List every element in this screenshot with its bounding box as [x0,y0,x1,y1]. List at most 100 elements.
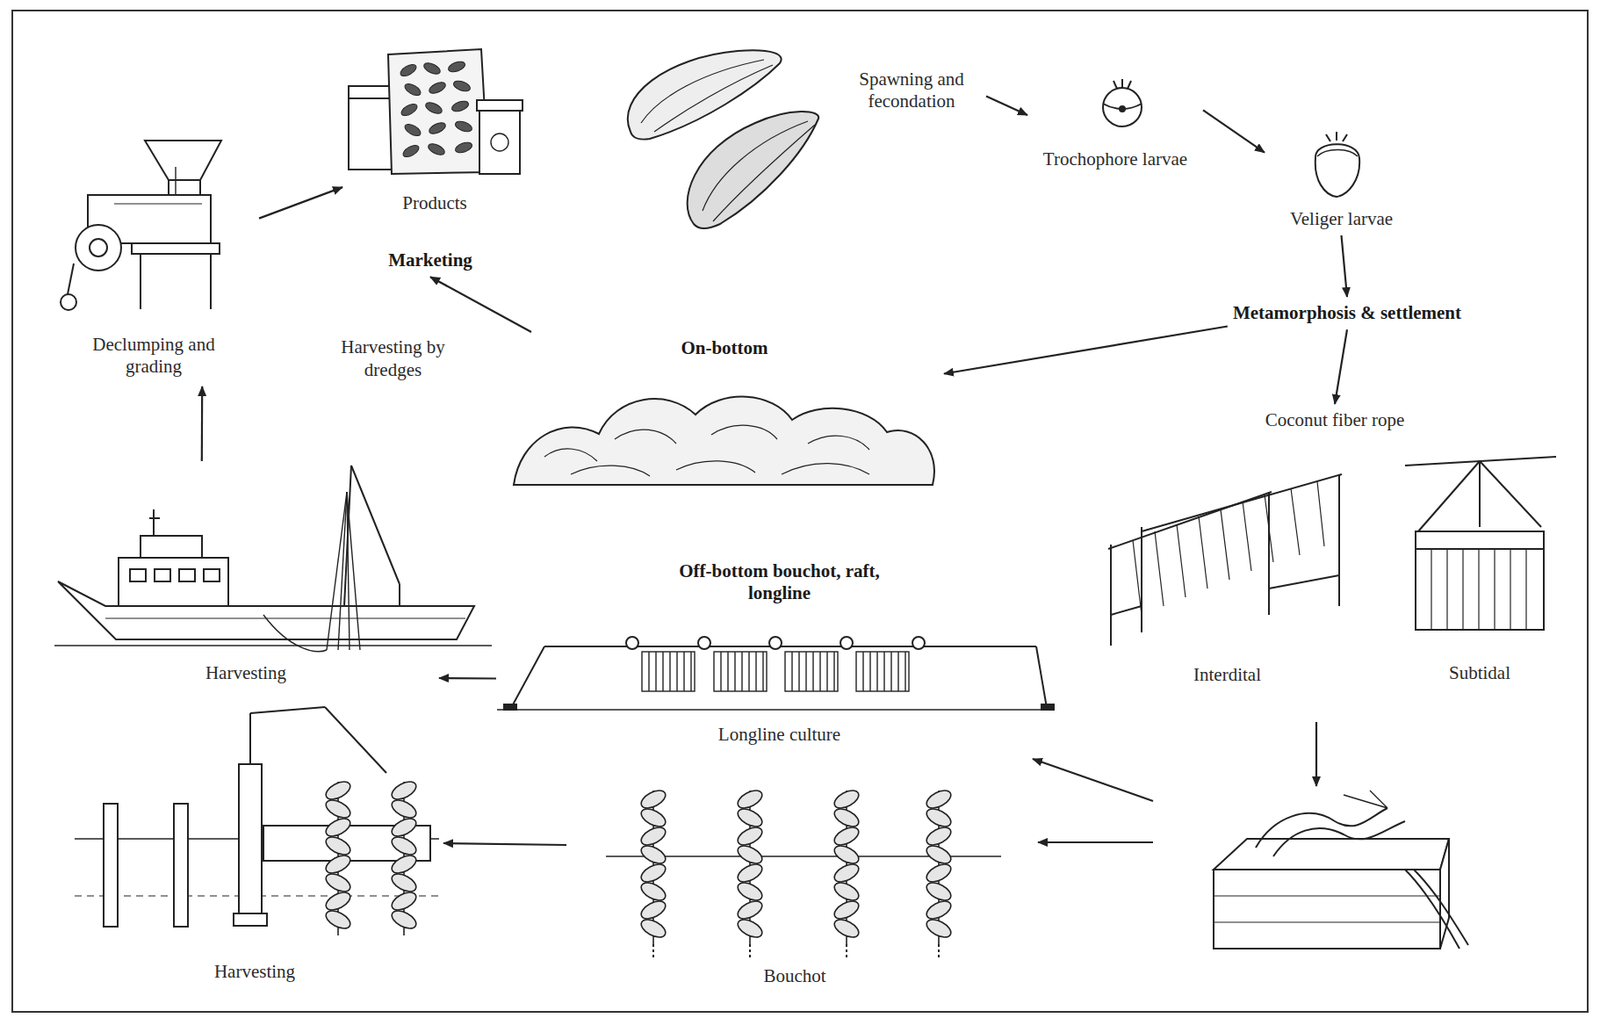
process-arrow [1037,841,1154,844]
products-icon [398,59,474,159]
larva-icon [1102,87,1142,127]
mussel-bed [614,429,677,444]
flow-arrow [944,326,1228,375]
larva-icon [1113,80,1118,89]
harvest-boat [203,569,220,582]
subtidal-raft [1405,456,1557,630]
bouchot-harvester [323,778,354,936]
subtidal-raft [1431,548,1527,630]
products-icon [479,108,520,174]
interdital-rack [1264,494,1274,563]
longline-rig [544,645,1037,648]
mussel-bed [513,396,935,485]
seed-crate [1273,821,1406,857]
node-label: Metamorphosis & settlement [1232,302,1462,325]
bouchot-harvester [74,706,440,936]
bouchot-harvester [249,713,252,764]
interdital-rack [1132,481,1325,615]
products-icon [403,81,423,99]
longline-rig [1036,646,1047,708]
bouchot-harvester [233,913,267,926]
flow-arrow [1334,329,1348,404]
products-icon [476,100,523,111]
seed-crate [1213,869,1441,949]
longline-rig [856,651,909,692]
subtidal-raft [1525,548,1527,630]
products-icon [422,60,442,77]
subtidal-raft [1418,461,1480,532]
bouchot-harvester [389,778,419,936]
flow-arrow [986,95,1028,116]
larva-icon [1342,134,1348,142]
longline-rig [497,708,1054,710]
flow-arrow [443,843,567,845]
subtidal-raft [1509,548,1511,630]
mussel-shells [627,50,819,229]
subtidal-raft [1446,548,1448,630]
node-label: Harvesting [214,960,296,983]
process-arrow [1032,721,1317,843]
declumping-machine [89,238,108,257]
larva-icon [1102,79,1142,127]
figure-node: On-bottom [504,331,945,499]
edge-label: Harvesting by dredges [329,335,458,382]
figure-node: Off-bottom bouchot, raft, longlineLongli… [496,554,1063,751]
harvest-boat [179,569,195,582]
larva-icon [1317,150,1358,158]
declumping-machine [144,140,222,181]
mussel-bed [513,396,935,485]
declumping-machine [114,202,202,204]
declumping-machine [60,294,77,310]
bouchot-poles [735,786,765,945]
harvest-boat [398,583,401,606]
flow-arrow [201,386,204,462]
figure-node: Bouchot [566,781,1024,993]
longline-rig [1041,704,1054,710]
interdital-rack [1141,474,1342,532]
subtidal-raft [1477,548,1479,630]
interdital-rack [1140,526,1143,633]
figure-node: Spawning and fecondation [836,63,987,118]
longline-rig [497,636,1054,710]
seed-crate [1405,869,1460,949]
subtidal-raft [1415,547,1544,550]
node-label: Veliger larvae [1290,208,1393,231]
flow-arrow [1203,109,1265,152]
bouchot-poles [845,944,848,958]
longline-rig [840,636,853,649]
interdital-rack [1268,491,1270,615]
process-arrow [1032,758,1154,801]
node-label: Trochophore larvae [1043,148,1188,171]
interdital-rack [1290,488,1300,555]
bouchot-poles [937,944,940,958]
harvest-boat [54,465,492,652]
figure-node: Interdital [1093,461,1362,692]
seed-crate [1213,790,1469,949]
mussel-shells [702,121,808,211]
node-label: Subtidal [1448,662,1511,685]
seed-crate [1440,838,1449,949]
flow-arrow [259,187,343,219]
products-icon [452,79,472,94]
bouchot-harvester [173,803,188,927]
node-label: Interdital [1193,663,1262,686]
node-label: Marketing [388,249,473,272]
mussel-shells [713,124,815,222]
subtidal-raft [1415,531,1544,630]
seed-crate [1413,869,1469,945]
seed-crate [1213,921,1441,923]
larva-icon [1121,79,1124,88]
larva-icon [1119,106,1125,112]
mussel-shells [687,111,820,229]
figure-node: Coconut fiber rope [1260,403,1411,437]
declumping-machine [75,224,122,271]
longline-rig [626,636,639,649]
subtidal-raft [1479,461,1542,527]
harvest-boat [326,491,347,650]
harvest-boat [149,517,160,519]
interdital-rack [1317,481,1325,547]
declumping-machine [131,243,220,254]
node-label: On-bottom [680,337,768,360]
mussel-shells [641,59,764,123]
harvest-boat [118,557,229,606]
